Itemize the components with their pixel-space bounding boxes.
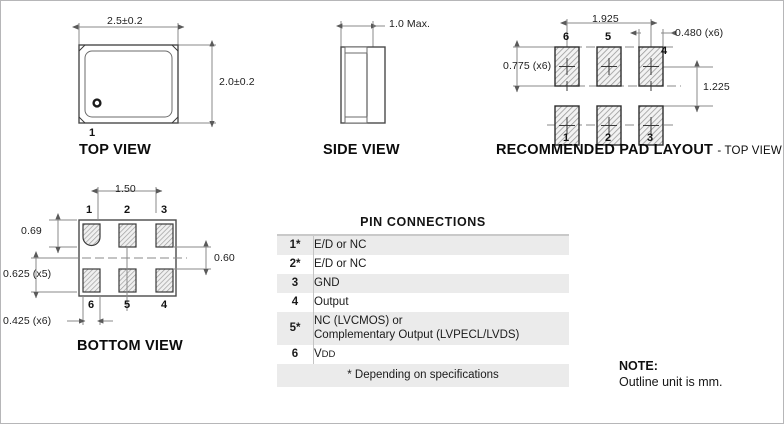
bottom-view-label-6: 6 xyxy=(88,299,95,311)
table-row: 6 VDD xyxy=(277,345,569,365)
note-heading: NOTE: xyxy=(619,359,658,373)
bottom-view-gap-dim: 0.60 xyxy=(214,252,235,264)
pad-layout-label-2: 2 xyxy=(605,132,612,144)
top-view-width-dim: 2.5±0.2 xyxy=(107,15,143,27)
pad-layout-label-5: 5 xyxy=(605,31,612,43)
bottom-view-pad-height-dim: 0.69 xyxy=(21,225,42,237)
pin-number-cell: 3 xyxy=(277,274,314,294)
top-view-title: TOP VIEW xyxy=(79,142,151,158)
table-row: 1* E/D or NC xyxy=(277,235,569,256)
pin-number-cell: 1* xyxy=(277,235,314,256)
top-view-height-dim: 2.0±0.2 xyxy=(219,76,255,88)
pad-layout-pitch-y-dim: 1.225 xyxy=(703,81,730,93)
vdd-subscript: DD xyxy=(321,349,336,361)
table-row: 5* NC (LVCMOS) or Complementary Output (… xyxy=(277,312,569,346)
pin-description-cell: GND xyxy=(313,274,569,294)
table-row: 4 Output xyxy=(277,293,569,313)
pad-layout-title-main: RECOMMENDED PAD LAYOUT xyxy=(496,142,714,158)
pin-description-cell: E/D or NC xyxy=(313,235,569,256)
bottom-view-edge-x-dim: 0.425 (x6) xyxy=(3,315,52,327)
pad-layout-label-3: 3 xyxy=(647,132,654,144)
pad-layout-pad-width-dim: 0.480 (x6) xyxy=(675,27,724,39)
pin-number-cell: 4 xyxy=(277,293,314,313)
bottom-view-pitch-dim: 1.50 xyxy=(115,183,136,195)
pad-layout-title: RECOMMENDED PAD LAYOUT - TOP VIEW xyxy=(496,142,782,158)
note-block: NOTE: Outline unit is mm. xyxy=(619,359,723,389)
pad-layout-drawing xyxy=(513,19,713,146)
bottom-view-label-4: 4 xyxy=(161,299,168,311)
bottom-view-label-2: 2 xyxy=(124,204,131,216)
bottom-view-drawing xyxy=(31,187,211,325)
table-row: 3 GND xyxy=(277,274,569,294)
bottom-view-edge-y-dim: 0.625 (x5) xyxy=(3,268,52,280)
top-view-figure: 2.5±0.2 2.0±0.2 1 TOP VIEW xyxy=(1,1,281,166)
side-view-title: SIDE VIEW xyxy=(323,142,400,158)
pad-layout-label-1: 1 xyxy=(563,132,570,144)
pin-description-line2: Complementary Output (LVPECL/LVDS) xyxy=(314,329,520,342)
note-text: Outline unit is mm. xyxy=(619,375,723,389)
table-footer-row: * Depending on specifications xyxy=(277,364,569,388)
pin-description-cell: VDD xyxy=(313,345,569,365)
pin-connections-title: PIN CONNECTIONS xyxy=(360,215,486,229)
pin-description-line1: NC (LVCMOS) or xyxy=(314,315,403,328)
pin-connections-block: PIN CONNECTIONS 1* E/D or NC 2* E/D or N… xyxy=(277,215,569,388)
bottom-view-title: BOTTOM VIEW xyxy=(77,338,183,354)
bottom-view-figure: 1.50 0.69 0.60 0.625 (x5) 0.425 (x6) 1 2… xyxy=(1,173,263,363)
pin-number-cell: 5* xyxy=(277,312,314,346)
pin-description-cell: Output xyxy=(313,293,569,313)
pad-layout-label-6: 6 xyxy=(563,31,570,43)
pad-layout-pad-height-dim: 0.775 (x6) xyxy=(503,60,552,72)
pin-connections-table: 1* E/D or NC 2* E/D or NC 3 GND 4 Output… xyxy=(277,234,569,388)
pad-layout-pitch-x-dim: 1.925 xyxy=(592,13,619,25)
side-view-drawing xyxy=(336,21,386,124)
vdd-symbol: V xyxy=(314,348,322,361)
top-view-drawing xyxy=(72,23,216,128)
bottom-view-label-1: 1 xyxy=(86,204,93,216)
pin-number-cell: 6 xyxy=(277,345,314,365)
side-view-figure: 1.0 Max. SIDE VIEW xyxy=(301,1,491,166)
bottom-view-label-3: 3 xyxy=(161,204,168,216)
pin-description-cell: E/D or NC xyxy=(313,255,569,275)
table-footnote: * Depending on specifications xyxy=(277,364,569,388)
table-row: 2* E/D or NC xyxy=(277,255,569,275)
pin-description-cell: NC (LVCMOS) or Complementary Output (LVP… xyxy=(313,312,569,346)
top-view-pin1-label: 1 xyxy=(89,127,96,139)
bottom-view-label-5: 5 xyxy=(124,299,131,311)
pad-layout-label-4: 4 xyxy=(661,45,668,57)
side-view-thickness-dim: 1.0 Max. xyxy=(389,18,431,30)
pin-number-cell: 2* xyxy=(277,255,314,275)
pad-layout-figure: 1.925 0.480 (x6) 0.775 (x6) 1.225 6 5 4 … xyxy=(491,1,783,166)
pad-layout-title-suffix: - TOP VIEW xyxy=(717,145,782,157)
